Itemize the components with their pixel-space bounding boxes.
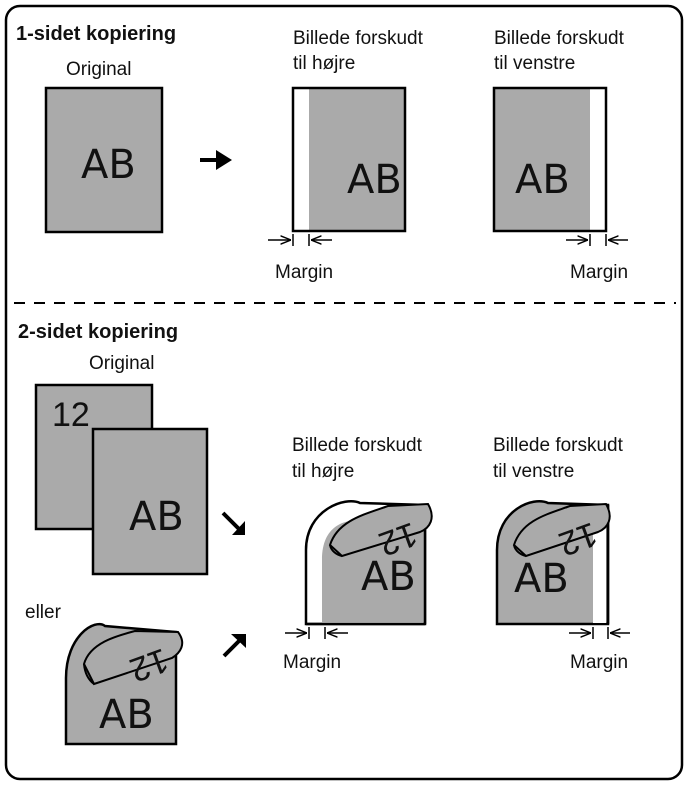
section2-curled-original-page: 12 AB — [64, 623, 184, 746]
section2-margin-label-right: Margin — [283, 652, 341, 673]
section1-margin-label-left: Margin — [570, 262, 628, 283]
section2-shift-left-page: 12 AB — [495, 500, 611, 626]
section2-margin-label-left: Margin — [570, 652, 628, 673]
section1-shift-right-line2: til højre — [293, 53, 355, 74]
section1-shift-left-page-text: AB — [515, 157, 570, 203]
section1-shift-right-line1: Billede forskudt — [293, 28, 424, 49]
section2-or-label: eller — [25, 602, 62, 623]
section2-shift-left-line1: Billede forskudt — [493, 435, 624, 456]
section2-shift-left-page-text: AB — [514, 556, 569, 602]
section2-shift-right-page-text: AB — [361, 554, 416, 600]
section1-title: 1-sidet kopiering — [16, 23, 176, 45]
margin-indicator-icon — [285, 627, 348, 639]
section1-shift-left-line1: Billede forskudt — [494, 28, 625, 49]
margin-indicator-icon — [268, 234, 332, 246]
margin-indicator-icon — [566, 234, 628, 246]
section2-shift-right-page: 12 AB — [304, 500, 433, 626]
section1-margin-label-right: Margin — [275, 262, 333, 283]
section2-original-front-page: AB — [91, 427, 209, 576]
arrow-down-right-icon — [221, 511, 245, 535]
section1-shift-right-page-text: AB — [347, 157, 402, 203]
section1-shift-right-page: AB — [291, 86, 407, 233]
section1-original-page: AB — [44, 86, 164, 234]
section1-original-page-text: AB — [81, 142, 136, 188]
section2-back-page-number: 12 — [52, 396, 90, 434]
section2-original-label: Original — [89, 353, 154, 374]
margin-indicator-icon — [569, 627, 630, 639]
section2-title: 2-sidet kopiering — [18, 321, 178, 343]
section2-shift-right-line2: til højre — [292, 461, 354, 482]
section2-front-page-text: AB — [129, 494, 184, 540]
section2-shift-right-line1: Billede forskudt — [292, 435, 423, 456]
arrow-up-right-icon — [222, 634, 246, 658]
section2-curled-page-text: AB — [99, 692, 154, 738]
section1-shift-left-page: AB — [492, 86, 608, 233]
arrow-right-icon — [200, 150, 232, 170]
section1-shift-left-line2: til venstre — [494, 53, 575, 74]
section2-shift-left-line2: til venstre — [493, 461, 574, 482]
section1-original-label: Original — [66, 59, 131, 80]
